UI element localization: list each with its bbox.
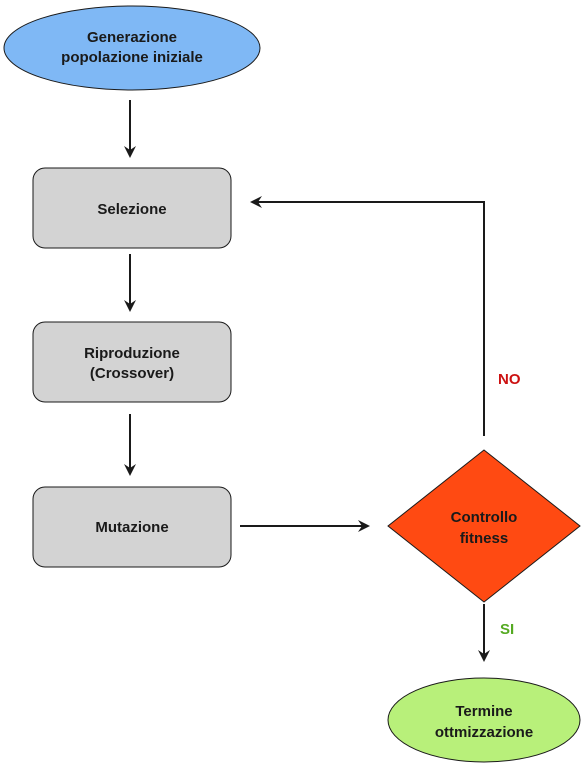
reproduction-node-label-line1: Riproduzione — [84, 345, 180, 362]
edge-label-yes: SI — [500, 621, 514, 638]
fitness-check-node-shape — [387, 449, 581, 603]
selection-node: Selezione — [32, 167, 232, 249]
reproduction-node-shape — [32, 321, 232, 403]
start-node-label-line1: Generazione — [87, 29, 177, 46]
fitness-check-node-label-line2: fitness — [460, 530, 508, 547]
end-node: Termine ottmizzazione — [387, 677, 581, 763]
arrow-fitness-to-selection-no — [250, 196, 485, 436]
edge-label-no: NO — [498, 371, 521, 388]
reproduction-node: Riproduzione (Crossover) — [32, 321, 232, 403]
end-node-shape — [387, 677, 581, 763]
start-node: Generazione popolazione iniziale — [3, 5, 261, 91]
start-node-shape — [3, 5, 261, 91]
fitness-check-node: Controllo fitness — [387, 449, 581, 603]
end-node-label-line2: ottmizzazione — [435, 724, 533, 741]
start-node-label-line2: popolazione iniziale — [61, 49, 203, 66]
fitness-check-node-label-line1: Controllo — [451, 509, 518, 526]
reproduction-node-label-line2: (Crossover) — [90, 365, 174, 382]
mutation-node-shape — [32, 486, 232, 568]
mutation-node-label: Mutazione — [95, 519, 168, 536]
selection-node-label: Selezione — [97, 201, 166, 218]
mutation-node: Mutazione — [32, 486, 232, 568]
end-node-label-line1: Termine — [455, 703, 512, 720]
selection-node-shape — [32, 167, 232, 249]
